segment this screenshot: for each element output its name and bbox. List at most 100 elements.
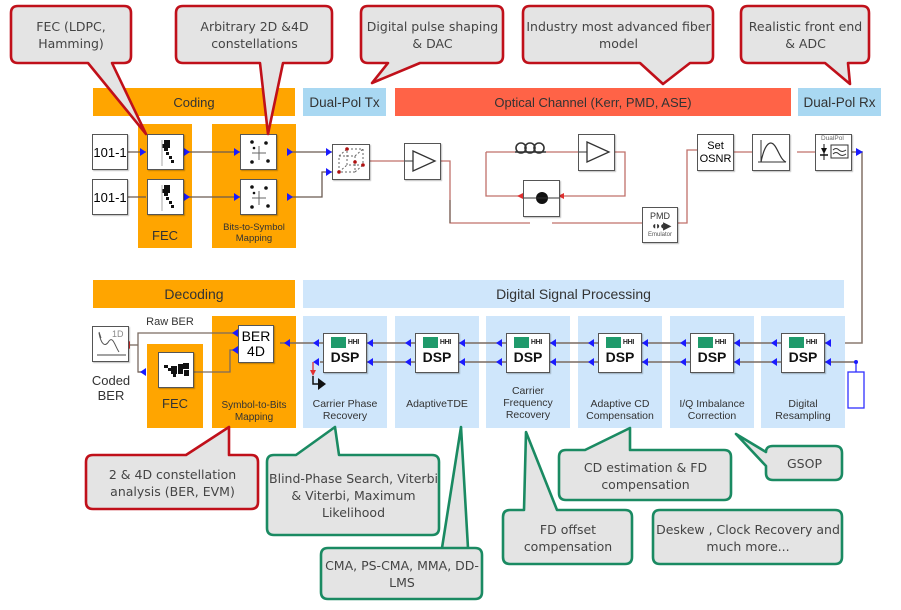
dsp-port-arrow [459,358,465,366]
pulse-shaping-dac-block[interactable] [332,144,370,180]
pmd-waveplates-icon: ◖◗◖▶ [651,220,671,232]
optical-channel-bar: Optical Channel (Kerr, PMD, ASE) [395,88,791,116]
fec-encoder-block-1[interactable] [147,134,184,170]
callout-deskew: Deskew , Clock Recovery and much more... [656,521,840,554]
dsp-stage-label: AdaptiveTDE [406,398,468,410]
dsp-port-arrow [734,339,740,347]
callout-fd-offset: FD offset compensation [523,521,613,554]
dsp-section-label: Digital Signal Processing [496,286,651,302]
dual-pol-rx-bar: Dual-Pol Rx [798,88,881,116]
ber-curve-icon [97,331,126,356]
optical-port-arrows [517,193,564,199]
filter-response-icon [758,140,787,163]
dual-pol-rx-label: Dual-Pol Rx [803,94,876,110]
hhi-logo-icon [697,337,713,348]
rx-output-arrow [856,148,863,156]
fec-decoder-pattern-icon [164,363,189,377]
hhi-logo-text: HHI [530,339,543,346]
photodiode-scope-icon [820,144,849,160]
fec-decoder-label: FEC [162,396,188,411]
dsp-block-resampling[interactable]: HHI DSP [781,333,825,373]
mapper-block-1[interactable] [240,134,277,170]
callout-constellations: Arbitrary 2D &4D constellations [200,19,309,51]
tx-port-arrows [140,148,332,201]
bit-source-1[interactable]: 101-1 [92,134,128,170]
callout-fec: FEC (LDPC, Hamming) [36,19,106,51]
set-osnr-label: Set OSNR [699,139,732,165]
callout-front-end: Realistic front end & ADC [748,19,863,51]
dsp-port-arrow [642,358,648,366]
hhi-logo-text: HHI [714,339,727,346]
dsp-port-arrow [550,358,556,366]
dsp-port-arrow [680,358,686,366]
callout-constellation-analysis-shape [84,425,260,511]
set-osnr-block[interactable]: Set OSNR [697,134,734,171]
raw-ber-label: Raw BER [146,316,194,328]
hhi-logo-text: HHI [622,339,635,346]
dsp-block-carrier-phase[interactable]: HHI DSP [323,333,367,373]
dsp-stage-label: Carrier Phase Recovery [312,398,378,422]
bits-to-symbol-label: Bits-to-Symbol Mapping [223,222,285,244]
dual-pol-tx-bar: Dual-Pol Tx [303,88,386,116]
callout-constellations-shape [174,4,334,136]
dsp-block-iq-imbalance[interactable]: HHI DSP [690,333,734,373]
phase-branch [310,362,326,390]
amplifier-icon [579,140,611,164]
pmd-emulator-block[interactable]: PMD ◖◗◖▶ Emulator [642,207,678,243]
dsp-label: DSP [422,349,452,365]
dsp-stage-label: I/Q Imbalance Correction [679,398,745,422]
callout-gsop-shape [734,432,844,482]
dsp-port-arrow [771,339,777,347]
optical-wires [370,149,815,224]
fiber-coil-icon [515,142,546,154]
receiver-title: DualPol [821,135,844,142]
decoding-label: Decoding [164,286,224,302]
dsp-block-cd-compensation[interactable]: HHI DSP [598,333,642,373]
dsp-port-arrow [588,339,594,347]
dsp-port-arrow [550,339,556,347]
callout-phase-search-shape [265,425,441,537]
dsp-block-adaptive-tde[interactable]: HHI DSP [415,333,459,373]
dsp-label: DSP [697,349,727,365]
dsp-port-arrow [459,339,465,347]
optical-filter-block[interactable] [752,134,790,171]
dsp-port-arrow [313,358,319,366]
dsp-port-arrows [313,339,831,366]
inline-amplifier-block[interactable] [578,134,615,171]
ber-4d-label: BER 4D [241,328,271,359]
ber-plot-block[interactable]: 1D [92,326,129,362]
coded-ber-label: Coded BER [91,373,131,403]
dsp-port-arrow [588,358,594,366]
ber-4d-block[interactable]: BER 4D [238,325,274,363]
bit-source-2[interactable]: 101-1 [92,179,128,215]
hhi-logo-text: HHI [347,339,360,346]
callout-constellation-analysis: 2 & 4D constellation analysis (BER, EVM) [108,466,237,499]
callout-phase-search: Blind-Phase Search, Viterbi & Viterbi, M… [269,471,438,520]
fec-decoder-block[interactable] [158,352,194,388]
dual-pol-receiver-block[interactable]: DualPol [815,134,852,171]
dsp-port-arrow [771,358,777,366]
dsp-port-arrow [734,358,740,366]
hhi-logo-icon [330,337,346,348]
dsp-label: DSP [330,349,360,365]
fec-encoder-block-2[interactable] [147,179,184,215]
cube-constellation-icon [337,147,365,174]
dual-pol-tx-label: Dual-Pol Tx [309,94,380,110]
loop-switch-block[interactable] [523,180,560,217]
fec-pattern-icon [161,185,174,211]
mapper-block-2[interactable] [240,179,277,215]
loop-switch-icon [524,192,559,204]
callout-fiber-model-shape [521,4,715,86]
callout-fd-offset-shape [501,430,634,566]
dsp-port-arrow [367,339,373,347]
coding-label: Coding [173,94,215,110]
booster-amplifier-block[interactable] [404,143,441,180]
fec-encoder-label: FEC [152,228,178,243]
pmd-emulator-title: PMD [650,210,670,221]
dsp-block-carrier-frequency[interactable]: HHI DSP [506,333,550,373]
dsp-port-arrow [642,339,648,347]
callout-pulse-shaping-shape [359,4,505,85]
decoding-section-bar: Decoding [93,280,295,308]
